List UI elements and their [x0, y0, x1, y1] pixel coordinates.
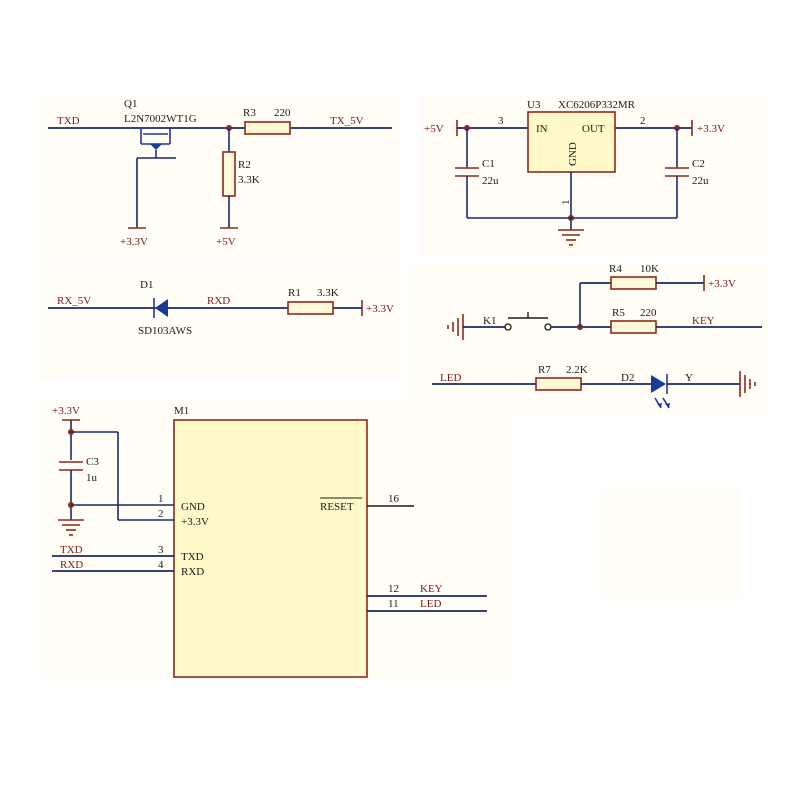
m1-pin3: 3 — [158, 544, 164, 556]
u3-pin2: 2 — [640, 115, 646, 127]
c2-value: 22u — [692, 175, 709, 187]
pwr-u3-out: +3.3V — [697, 123, 725, 135]
net-rxd: RXD — [207, 295, 230, 307]
r1-ref: R1 — [288, 287, 301, 299]
pwr-q1: +3.3V — [120, 236, 148, 248]
c1-ref: C1 — [482, 158, 495, 170]
m1-body — [173, 419, 368, 678]
u3-pin3: 3 — [498, 115, 504, 127]
u3-out-label: OUT — [582, 123, 605, 135]
u3-ref: U3 — [527, 99, 541, 111]
m1-pin12: 12 — [388, 583, 399, 595]
net-key: KEY — [692, 315, 715, 327]
net-rx5v: RX_5V — [57, 295, 91, 307]
net-m1-key: KEY — [420, 583, 443, 595]
u3-body — [527, 111, 616, 173]
m1-pin11: 11 — [388, 598, 399, 610]
ground-icon-d2 — [739, 371, 756, 397]
r5-ref: R5 — [612, 307, 625, 319]
m1-pin16: 16 — [388, 493, 400, 505]
q1-mosfet-symbol — [137, 128, 176, 159]
pwr-r2: +5V — [216, 236, 236, 248]
q1-ref: Q1 — [124, 98, 137, 110]
resistor-r4 — [610, 276, 657, 290]
d2-y-label: Y — [685, 372, 693, 384]
r7-value: 2.2K — [566, 364, 588, 376]
net-m1-txd: TXD — [60, 544, 83, 556]
u3-gnd-label: GND — [567, 142, 579, 166]
ground-icon-u3 — [558, 229, 584, 246]
ground-icon-c3 — [58, 519, 84, 536]
m1-pin1: 1 — [158, 493, 164, 505]
resistor-r5 — [610, 320, 657, 334]
net-m1-rxd: RXD — [60, 559, 83, 571]
d1-section: RX_5V D1 SD103AWS RXD R1 3.3K +3.3V — [48, 279, 394, 337]
d1-ref: D1 — [140, 279, 153, 291]
resistor-r2 — [222, 151, 236, 197]
r7-ref: R7 — [538, 364, 551, 376]
c1-value: 22u — [482, 175, 499, 187]
d1-part: SD103AWS — [138, 325, 192, 337]
u3-in-label: IN — [536, 123, 548, 135]
panel-empty — [600, 488, 740, 598]
q1-section: Q1 L2N7002WT1G TXD R3 220 TX_5V R2 3.3K … — [48, 98, 392, 248]
panel-d1 — [40, 270, 400, 380]
m1-pin4: 4 — [158, 559, 164, 571]
net-led: LED — [440, 372, 461, 384]
q1-part: L2N7002WT1G — [124, 113, 197, 125]
resistor-r7 — [535, 377, 582, 391]
c2-ref: C2 — [692, 158, 705, 170]
m1-txd-label: TXD — [181, 551, 204, 563]
pwr-r4: +3.3V — [708, 278, 736, 290]
r2-ref: R2 — [238, 159, 251, 171]
r4-ref: R4 — [609, 263, 622, 275]
resistor-r3 — [244, 121, 291, 135]
u3-part: XC6206P332MR — [558, 99, 636, 111]
m1-rxd-label: RXD — [181, 566, 204, 578]
key-section: R4 10K +3.3V K1 R5 220 KEY — [447, 263, 762, 340]
panel-q1 — [40, 96, 400, 266]
u3-pin1: 1 — [560, 200, 572, 206]
m1-ref: M1 — [174, 405, 189, 417]
net-tx5v: TX_5V — [330, 115, 364, 127]
u3-section: U3 XC6206P332MR +5V 3 IN OUT 2 +3.3V GND… — [424, 99, 725, 246]
m1-pin2: 2 — [158, 508, 164, 520]
r3-ref: R3 — [243, 107, 256, 119]
panel-key-led — [410, 262, 770, 417]
led-d2-icon — [651, 374, 670, 409]
r3-value: 220 — [274, 107, 291, 119]
pwr-r1: +3.3V — [366, 303, 394, 315]
pwr-c3: +3.3V — [52, 405, 80, 417]
d2-ref: D2 — [621, 372, 634, 384]
resistor-r1 — [287, 301, 334, 315]
r4-value: 10K — [640, 263, 659, 275]
r1-value: 3.3K — [317, 287, 339, 299]
m1-reset-label: RESET — [320, 501, 354, 513]
r5-value: 220 — [640, 307, 657, 319]
diode-d1-icon — [153, 298, 168, 318]
led-section: LED R7 2.2K D2 Y — [432, 364, 756, 409]
pushbutton-k1-icon — [504, 312, 552, 331]
c3-ref: C3 — [86, 456, 99, 468]
net-m1-led: LED — [420, 598, 441, 610]
pwr-u3-in: +5V — [424, 123, 444, 135]
m1-gnd-label: GND — [181, 501, 205, 513]
c3-value: 1u — [86, 472, 98, 484]
m1-section: +3.3V C3 1u M1 1 GND 2 +3.3V TXD 3 TXD R… — [52, 405, 487, 678]
net-txd: TXD — [57, 115, 80, 127]
r2-value: 3.3K — [238, 174, 260, 186]
m1-p33-label: +3.3V — [181, 516, 209, 528]
k1-ref: K1 — [483, 315, 496, 327]
